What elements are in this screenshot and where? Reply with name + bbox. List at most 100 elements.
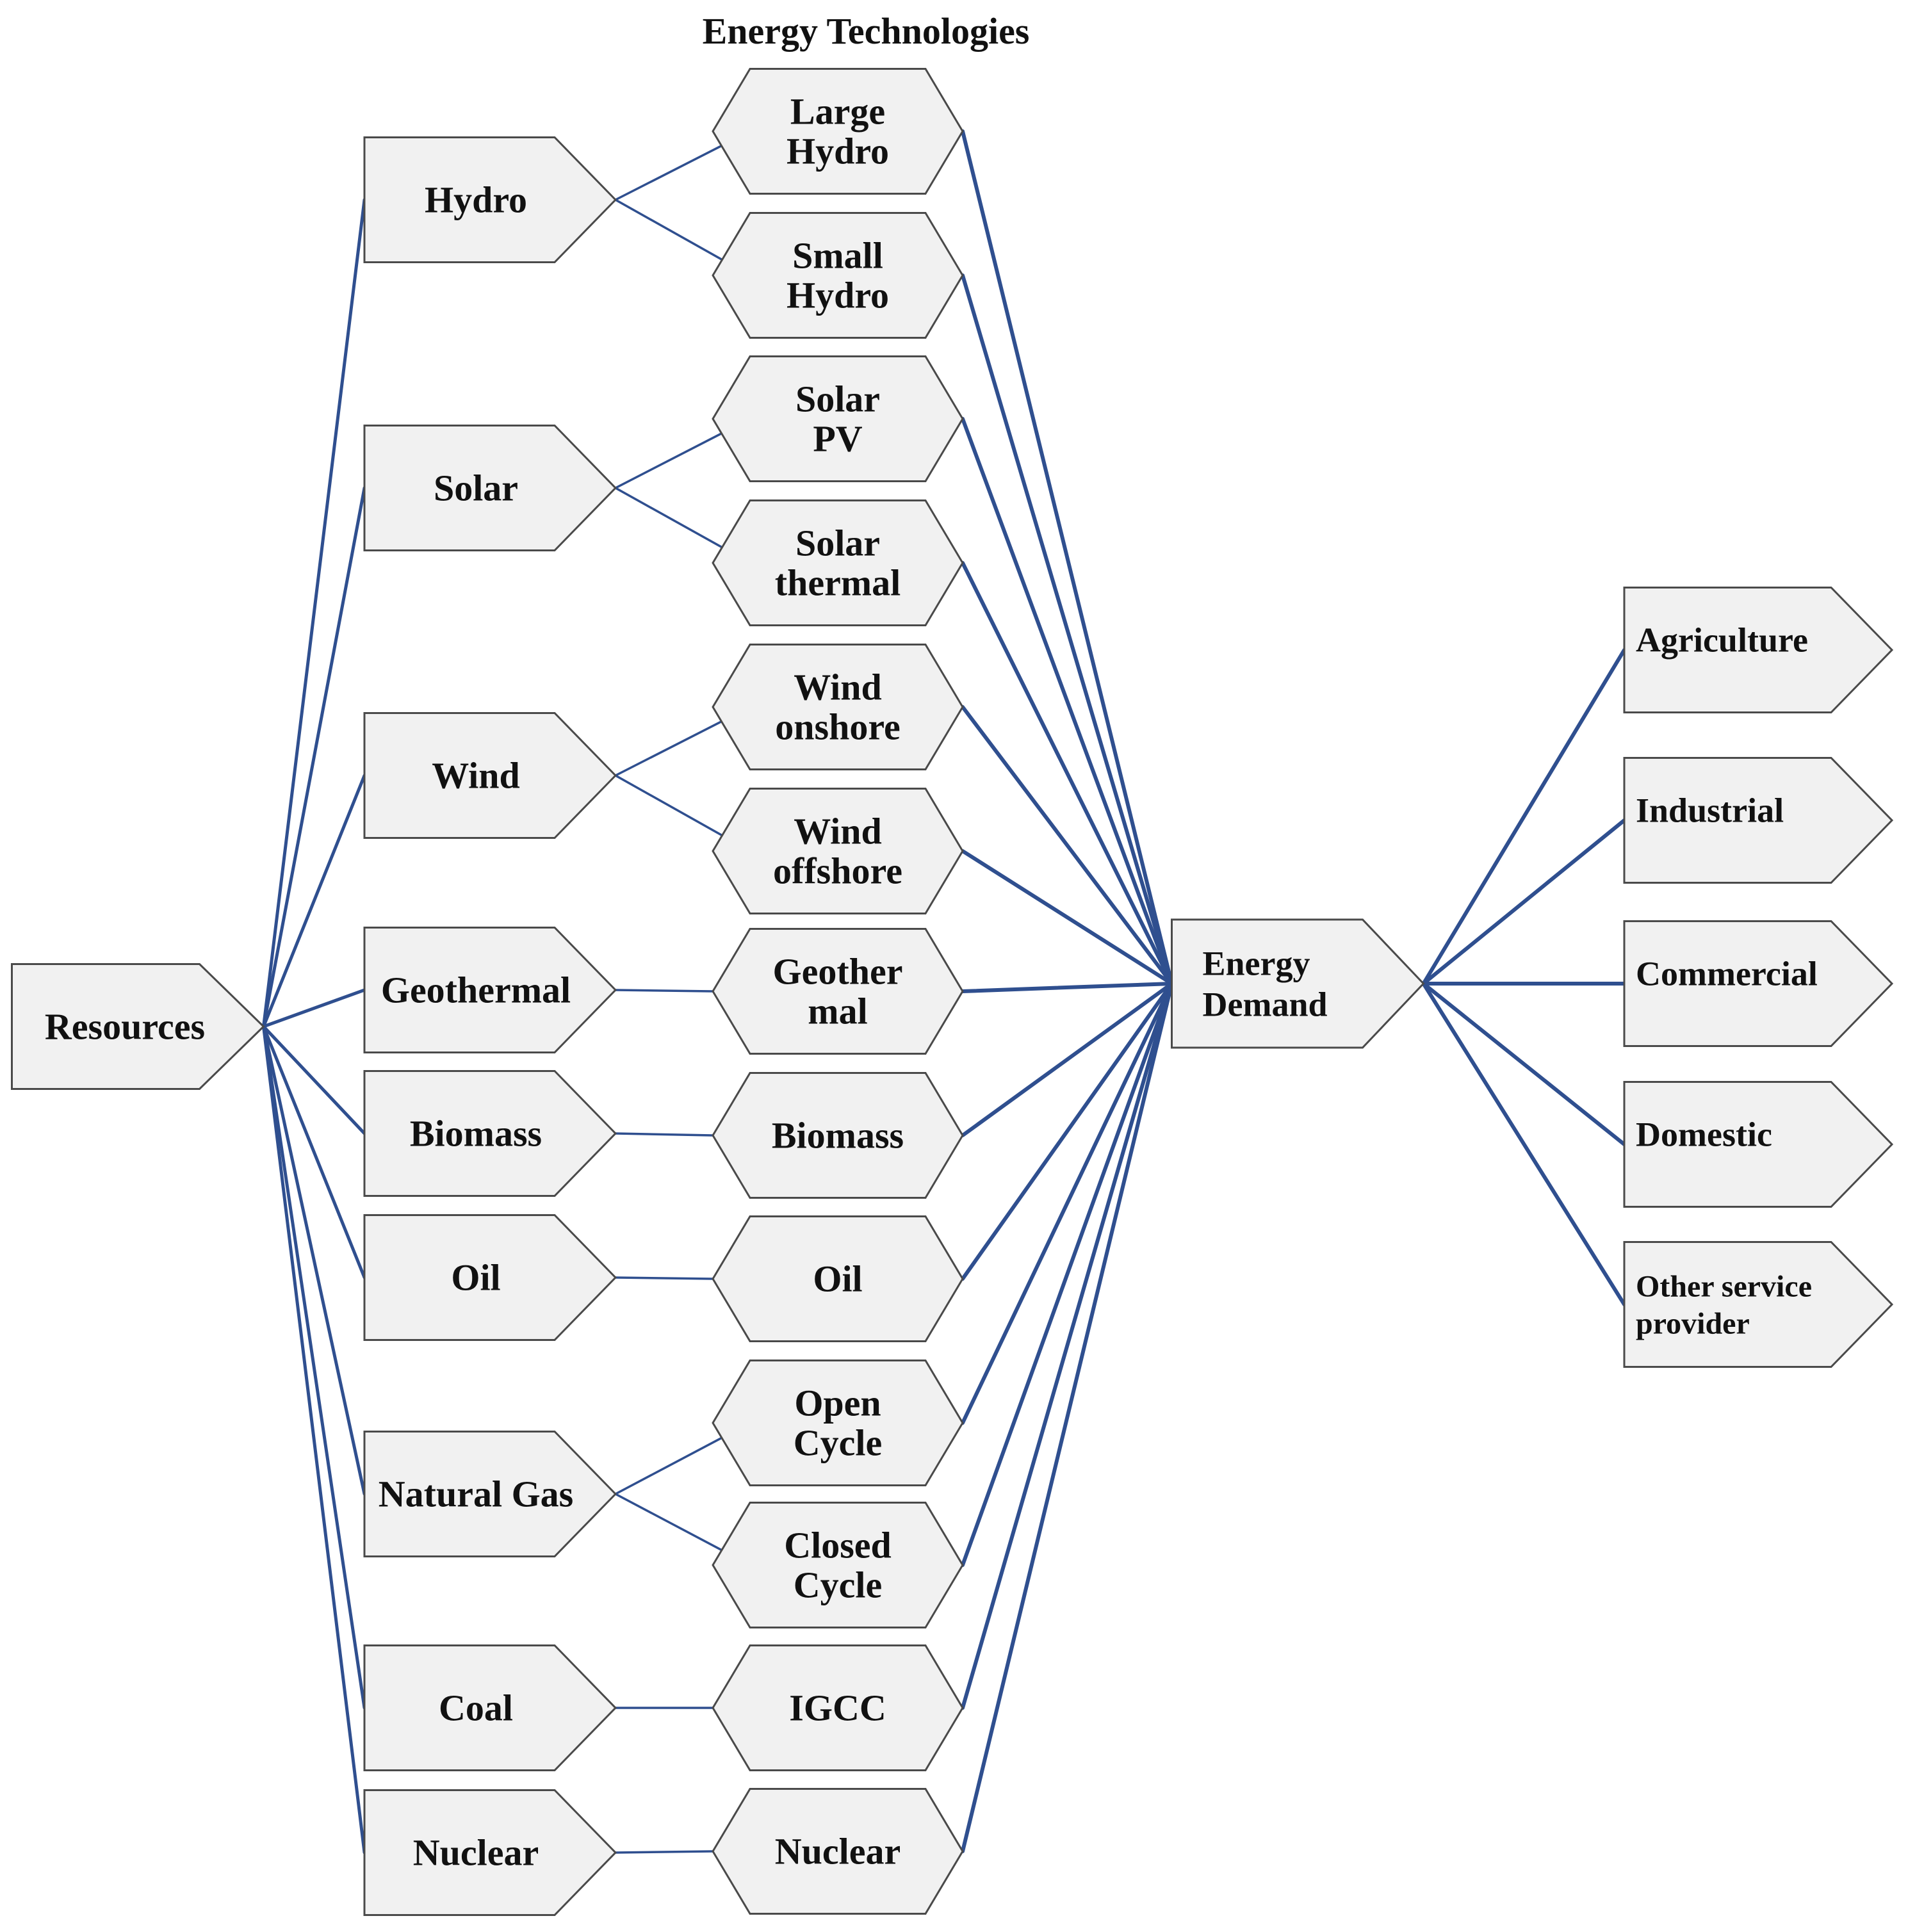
node-tech-oil-shape — [712, 1215, 964, 1342]
node-resource-wind-label: Wind — [432, 755, 520, 797]
node-resources-label: Resources — [45, 1006, 205, 1048]
link-igcc-to-energy-demand — [961, 982, 1174, 1710]
link-oil-to-oil — [614, 1276, 714, 1280]
node-resources: Resources — [11, 963, 265, 1090]
node-tech-large-hydro-shape — [712, 68, 964, 195]
link-resources-to-natural-gas — [262, 1025, 366, 1496]
node-resource-natural-gas-label: Natural Gas — [379, 1473, 574, 1515]
node-tech-open-cycle-label: Open — [794, 1383, 881, 1424]
link-geother-mal-to-energy-demand — [961, 982, 1174, 993]
link-wind-offshore-to-energy-demand — [961, 849, 1174, 986]
link-open-cycle-to-energy-demand — [961, 982, 1174, 1425]
node-sector-agriculture: Agriculture — [1623, 587, 1894, 713]
node-tech-solar-thermal-shape — [712, 499, 964, 626]
node-sector-domestic-label: Domestic — [1636, 1115, 1772, 1153]
node-tech-solar-pv-label: PV — [813, 418, 862, 460]
link-biomass-to-biomass — [614, 1132, 714, 1137]
link-resources-to-coal — [262, 1025, 366, 1710]
link-biomass-to-energy-demand — [961, 982, 1174, 1137]
node-sector-agriculture-label: Agriculture — [1636, 621, 1808, 659]
node-resource-oil: Oil — [363, 1214, 617, 1341]
link-energy-demand-to-other-service-provider — [1421, 982, 1626, 1306]
link-oil-to-energy-demand — [961, 982, 1174, 1281]
node-resource-natural-gas-shape — [363, 1431, 617, 1557]
node-tech-igcc-label: IGCC — [789, 1687, 886, 1729]
link-resources-to-wind — [262, 774, 366, 1028]
node-tech-wind-offshore-label: Wind — [794, 811, 882, 852]
node-resource-biomass-shape — [363, 1070, 617, 1197]
node-tech-igcc: IGCC — [712, 1644, 964, 1771]
node-resource-geothermal: Geothermal — [363, 927, 617, 1053]
node-resource-biomass: Biomass — [363, 1070, 617, 1197]
node-tech-closed-cycle-label: Closed — [784, 1525, 892, 1566]
node-tech-large-hydro-label: Hydro — [787, 131, 889, 172]
node-tech-geother-mal-label: Geother — [773, 951, 903, 993]
node-energy-demand-label: Energy — [1203, 944, 1310, 982]
link-energy-demand-to-industrial — [1421, 818, 1626, 986]
node-sector-commercial: Commercial — [1623, 920, 1894, 1047]
node-tech-solar-thermal-label: thermal — [775, 562, 901, 604]
link-closed-cycle-to-energy-demand — [961, 982, 1174, 1567]
node-tech-nuclear: Nuclear — [712, 1788, 964, 1915]
node-tech-wind-onshore-label: onshore — [775, 706, 901, 748]
link-solar-pv-to-energy-demand — [961, 417, 1174, 986]
node-resource-solar-label: Solar — [434, 467, 518, 509]
link-geothermal-to-geother-mal — [614, 989, 714, 993]
node-tech-open-cycle-shape — [712, 1360, 964, 1486]
node-tech-solar-pv-label: Solar — [795, 378, 880, 420]
node-resource-oil-label: Oil — [451, 1257, 500, 1299]
connector-lines — [262, 129, 1626, 1855]
node-resource-coal-label: Coal — [439, 1687, 513, 1729]
link-resources-to-nuclear — [262, 1025, 366, 1855]
node-resource-nuclear-label: Nuclear — [413, 1832, 539, 1874]
node-sector-other-service-provider-shape — [1623, 1241, 1894, 1368]
node-tech-closed-cycle-shape — [712, 1502, 964, 1628]
diagram-nodes: Resources HydroSolarWindGeothermalBiomass… — [11, 68, 1894, 1916]
node-resource-wind: Wind — [363, 712, 617, 839]
node-sector-agriculture-shape — [1623, 587, 1894, 713]
link-energy-demand-to-domestic — [1421, 982, 1626, 1146]
node-sector-commercial-shape — [1623, 920, 1894, 1047]
node-resource-nuclear-shape — [363, 1789, 617, 1916]
node-resource-geothermal-label: Geothermal — [381, 970, 571, 1011]
node-resource-hydro: Hydro — [363, 136, 617, 263]
node-tech-wind-onshore-label: Wind — [794, 667, 882, 708]
node-tech-solar-thermal-label: Solar — [795, 523, 880, 564]
link-nuclear-to-energy-demand — [961, 982, 1174, 1853]
node-resource-wind-shape — [363, 712, 617, 839]
node-tech-wind-onshore-shape — [712, 644, 964, 770]
link-resources-to-oil — [262, 1025, 366, 1279]
node-resource-hydro-shape — [363, 136, 617, 263]
node-energy-demand-label: Demand — [1203, 985, 1328, 1023]
node-tech-small-hydro-label: Hydro — [787, 275, 889, 316]
link-large-hydro-to-energy-demand — [961, 129, 1174, 986]
node-sector-domestic: Domestic — [1623, 1081, 1894, 1208]
link-small-hydro-to-energy-demand — [961, 273, 1174, 986]
node-tech-solar-pv-shape — [712, 355, 964, 482]
node-tech-open-cycle-label: Cycle — [794, 1422, 883, 1464]
node-tech-biomass-label: Biomass — [772, 1115, 904, 1157]
node-tech-biomass: Biomass — [712, 1072, 964, 1199]
node-tech-small-hydro-label: Small — [792, 235, 883, 277]
node-tech-small-hydro-shape — [712, 212, 964, 339]
node-tech-wind-offshore-label: offshore — [773, 850, 902, 892]
node-sector-other-service-provider-label: provider — [1636, 1306, 1750, 1340]
node-tech-geother-mal: Geothermal — [712, 928, 964, 1055]
node-resource-solar-shape — [363, 425, 617, 551]
link-resources-to-geothermal — [262, 988, 366, 1028]
diagram-title: Energy Technologies — [703, 10, 1030, 52]
node-resource-coal-shape — [363, 1644, 617, 1771]
node-resource-solar: Solar — [363, 425, 617, 551]
link-nuclear-to-nuclear — [614, 1850, 714, 1854]
node-sector-industrial-label: Industrial — [1636, 791, 1784, 829]
link-resources-to-hydro — [262, 198, 366, 1028]
